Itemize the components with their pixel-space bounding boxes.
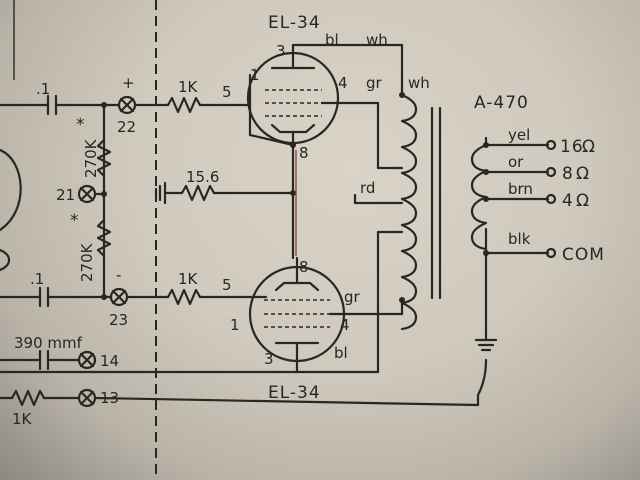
top-tube-pin3: 3 <box>276 42 286 60</box>
resistor-bias-lower <box>96 218 112 258</box>
asterisk-upper: * <box>76 115 86 135</box>
terminal-22 <box>117 95 137 115</box>
resistor-label-grid-top: 1K <box>178 78 199 96</box>
tap-or-label: or <box>508 153 524 171</box>
terminal-16 <box>545 139 557 151</box>
wire-label-wh-top: wh <box>366 31 388 49</box>
terminal-label-22: 22 <box>117 118 136 136</box>
terminal-label-21: 21 <box>56 186 75 204</box>
resistor-label-grid-bottom: 1K <box>178 270 199 288</box>
resistor-input-left <box>10 389 46 407</box>
tap-blk-label: blk <box>508 230 531 248</box>
junction-gr-bottom <box>399 297 405 303</box>
tap-brn-dot <box>483 196 489 202</box>
terminal-label-14: 14 <box>100 352 119 370</box>
wire-13-long <box>94 396 480 407</box>
bottom-tube-pin1: 1 <box>230 316 240 334</box>
terminal-label-plus: + <box>122 74 135 92</box>
resistor-label-bias-upper: 270K <box>82 138 100 178</box>
wire-label-gr-top: gr <box>366 74 383 92</box>
bottom-tube-pin5: 5 <box>222 276 232 294</box>
ohm-symbol-8: Ω <box>576 164 590 184</box>
cap-label-top: .1 <box>36 80 50 98</box>
tap-blk-dot <box>483 250 489 256</box>
asterisk-lower: * <box>70 211 80 231</box>
resistor-label-cathode: 15.6 <box>186 168 219 186</box>
tap-yel-dot <box>483 142 489 148</box>
tap-or-dot <box>483 169 489 175</box>
ot-primary-coil <box>400 93 418 331</box>
wire-label-wh-right: wh <box>408 74 430 92</box>
top-tube-pin5: 5 <box>222 83 232 101</box>
terminal-14 <box>77 350 97 370</box>
resistor-grid-bottom <box>166 288 202 306</box>
left-tube-outline <box>0 148 22 232</box>
top-tube-pin4: 4 <box>338 74 348 92</box>
bottom-tube-label: EL-34 <box>268 383 321 403</box>
top-tube-pin8: 8 <box>299 144 309 162</box>
tap-brn-label: brn <box>508 180 533 198</box>
terminal-8 <box>545 166 557 178</box>
output-label-4: 4 <box>562 191 574 211</box>
wire-label-bl-top: bl <box>325 31 339 49</box>
terminal-label-minus: - <box>116 266 121 284</box>
wire-label-bl-bottom: bl <box>334 344 348 362</box>
terminal-label-23: 23 <box>109 311 128 329</box>
resistor-label-input-left: 1K <box>12 410 33 428</box>
left-tube-outline-lower <box>0 248 11 272</box>
terminal-4 <box>545 193 557 205</box>
wire-label-gr-bottom: gr <box>344 288 361 306</box>
top-tube-pin1-wire <box>248 133 295 147</box>
bottom-tube-pin3: 3 <box>264 350 274 368</box>
wire-label-rd: rd <box>360 179 375 197</box>
resistor-label-bias-lower: 270K <box>78 242 96 282</box>
tap-yel-label: yel <box>508 126 530 144</box>
bottom-tube-pin4: 4 <box>340 316 350 334</box>
resistor-cathode <box>180 184 216 202</box>
ohm-symbol-16: Ω <box>582 137 596 157</box>
transformer-label: A-470 <box>474 93 529 113</box>
bottom-tube-pin8: 8 <box>299 258 309 276</box>
output-label-8: 8 <box>562 164 574 184</box>
terminal-23 <box>109 287 129 307</box>
ohm-symbol-4: Ω <box>576 191 590 211</box>
resistor-grid-top <box>166 96 202 114</box>
cap-label-bottom: .1 <box>30 270 44 288</box>
terminal-com <box>545 247 557 259</box>
output-label-com: COM <box>562 245 605 265</box>
cap-label-feedback: 390 mmf <box>14 334 83 352</box>
terminal-label-13: 13 <box>100 389 119 407</box>
terminal-13 <box>77 388 97 408</box>
terminal-21 <box>77 184 97 204</box>
resistor-bias-upper <box>96 138 112 178</box>
top-tube-pin1: 1 <box>250 66 260 84</box>
top-tube-label: EL-34 <box>268 13 321 33</box>
wire-13-curve <box>476 358 488 397</box>
output-label-16: 16 <box>560 137 584 157</box>
